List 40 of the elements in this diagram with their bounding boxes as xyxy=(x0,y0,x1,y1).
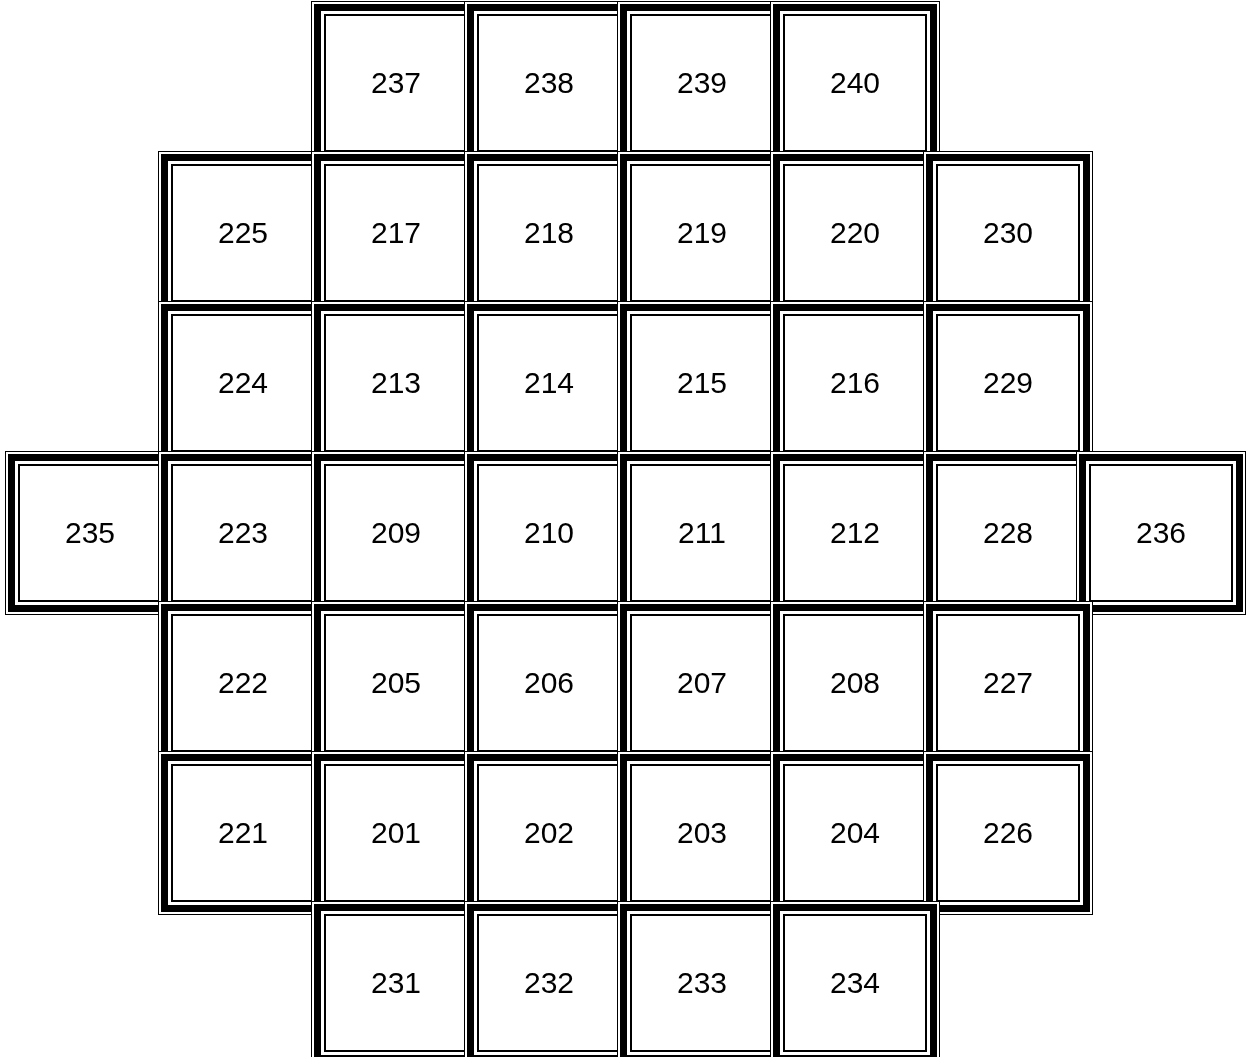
cell-number: 206 xyxy=(523,666,575,700)
cell-number: 230 xyxy=(982,216,1034,250)
cell-number: 226 xyxy=(982,816,1034,850)
cell-number: 213 xyxy=(370,366,422,400)
cell-number: 234 xyxy=(829,966,881,1000)
cell-number: 210 xyxy=(523,516,575,550)
cell-number: 218 xyxy=(523,216,575,250)
cell-number: 211 xyxy=(678,516,726,550)
cell-number: 239 xyxy=(676,66,728,100)
cell-number: 236 xyxy=(1135,516,1187,550)
cell-number: 202 xyxy=(523,816,575,850)
cell-number: 224 xyxy=(217,366,269,400)
cell-number: 240 xyxy=(829,66,881,100)
cell-number: 216 xyxy=(829,366,881,400)
cell-number: 207 xyxy=(676,666,728,700)
cell-number: 220 xyxy=(829,216,881,250)
cell-number: 215 xyxy=(676,366,728,400)
cell-number: 231 xyxy=(370,966,422,1000)
cell-number: 212 xyxy=(829,516,881,550)
cell-number: 233 xyxy=(676,966,728,1000)
cell-number: 229 xyxy=(982,366,1034,400)
cell-number: 237 xyxy=(370,66,422,100)
cell-number: 205 xyxy=(370,666,422,700)
cell-number: 221 xyxy=(217,816,269,850)
cell-number: 223 xyxy=(217,516,269,550)
cell-number: 238 xyxy=(523,66,575,100)
cell-number: 217 xyxy=(370,216,422,250)
cell-number: 222 xyxy=(217,666,269,700)
cell-number: 227 xyxy=(982,666,1034,700)
cell-number: 203 xyxy=(676,816,728,850)
cell-number: 232 xyxy=(523,966,575,1000)
cell-number: 208 xyxy=(829,666,881,700)
cell-number: 219 xyxy=(676,216,728,250)
cell-number: 228 xyxy=(982,516,1034,550)
cell-number: 209 xyxy=(370,516,422,550)
cell-number: 214 xyxy=(523,366,575,400)
cell-number: 225 xyxy=(217,216,269,250)
cell-number: 204 xyxy=(829,816,881,850)
cell-number: 235 xyxy=(64,516,116,550)
cell-number: 201 xyxy=(370,816,422,850)
